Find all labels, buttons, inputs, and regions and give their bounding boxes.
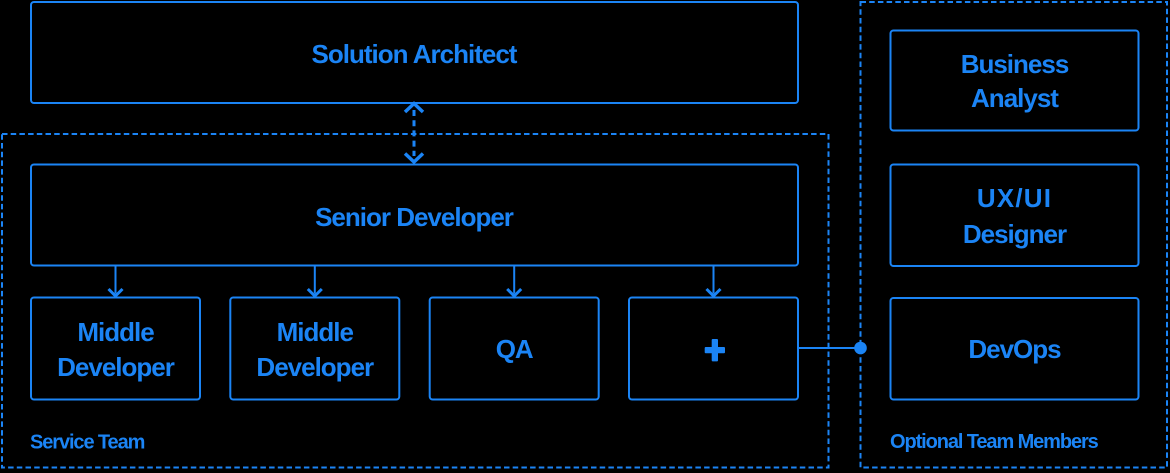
svg-text:QA: QA — [496, 334, 534, 364]
svg-text:Analyst: Analyst — [971, 83, 1059, 113]
svg-text:DevOps: DevOps — [968, 334, 1061, 364]
svg-text:Middle: Middle — [277, 317, 354, 347]
svg-text:Business: Business — [961, 49, 1069, 79]
svg-text:Senior Developer: Senior Developer — [315, 202, 514, 232]
svg-text:Optional Team Members: Optional Team Members — [890, 431, 1099, 453]
svg-text:Designer: Designer — [963, 219, 1067, 249]
svg-text:Service Team: Service Team — [30, 432, 145, 454]
svg-text:UX/UI: UX/UI — [977, 183, 1052, 213]
svg-text:Solution Architect: Solution Architect — [312, 39, 518, 69]
svg-text:Developer: Developer — [256, 352, 374, 382]
svg-text:Developer: Developer — [57, 352, 175, 382]
svg-text:Middle: Middle — [77, 317, 154, 347]
